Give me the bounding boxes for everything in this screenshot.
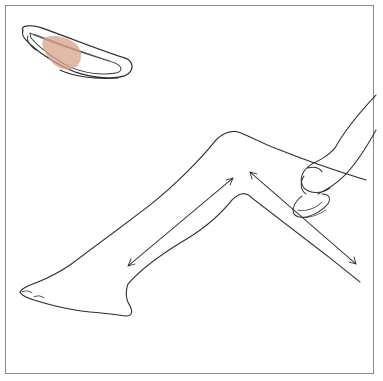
hand-icon (293, 95, 376, 217)
insole-icon (22, 26, 132, 79)
leg-icon (20, 131, 366, 316)
double-arrow-icon (128, 178, 233, 266)
